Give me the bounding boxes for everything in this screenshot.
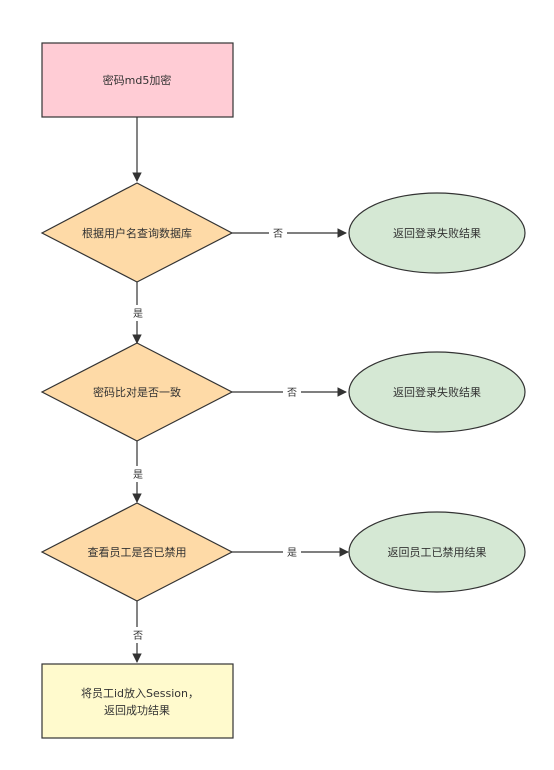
result-login-fail-1 [348,192,526,274]
end-node [41,663,234,739]
edge-label-password-no: 否 [287,387,297,399]
end-node-line1: 将员工id放入Session， [81,686,199,700]
result-disabled-label: 返回员工已禁用结果 [388,546,487,559]
edge-label-password-yes: 是 [133,469,143,481]
decision-password-match-label: 密码比对是否一致 [93,385,181,399]
edge-label-query-no: 否 [273,228,283,240]
decision-password-match [40,342,234,442]
result-login-fail-2 [348,351,526,433]
result-login-fail-2-label: 返回登录失败结果 [393,385,481,399]
decision-disabled-label: 查看员工是否已禁用 [88,545,187,559]
result-login-fail-1-label: 返回登录失败结果 [393,226,481,240]
decision-disabled [40,502,234,602]
edge-label-disabled-no: 否 [133,630,143,642]
result-disabled [348,511,526,593]
start-node-label: 密码md5加密 [103,73,172,87]
decision-query-db [40,182,234,283]
start-node [41,42,234,118]
edge-label-disabled-yes: 是 [287,547,297,559]
decision-query-db-label: 根据用户名查询数据库 [82,226,192,240]
end-node-line2: 返回成功结果 [104,704,170,717]
edge-label-query-yes: 是 [133,308,143,320]
